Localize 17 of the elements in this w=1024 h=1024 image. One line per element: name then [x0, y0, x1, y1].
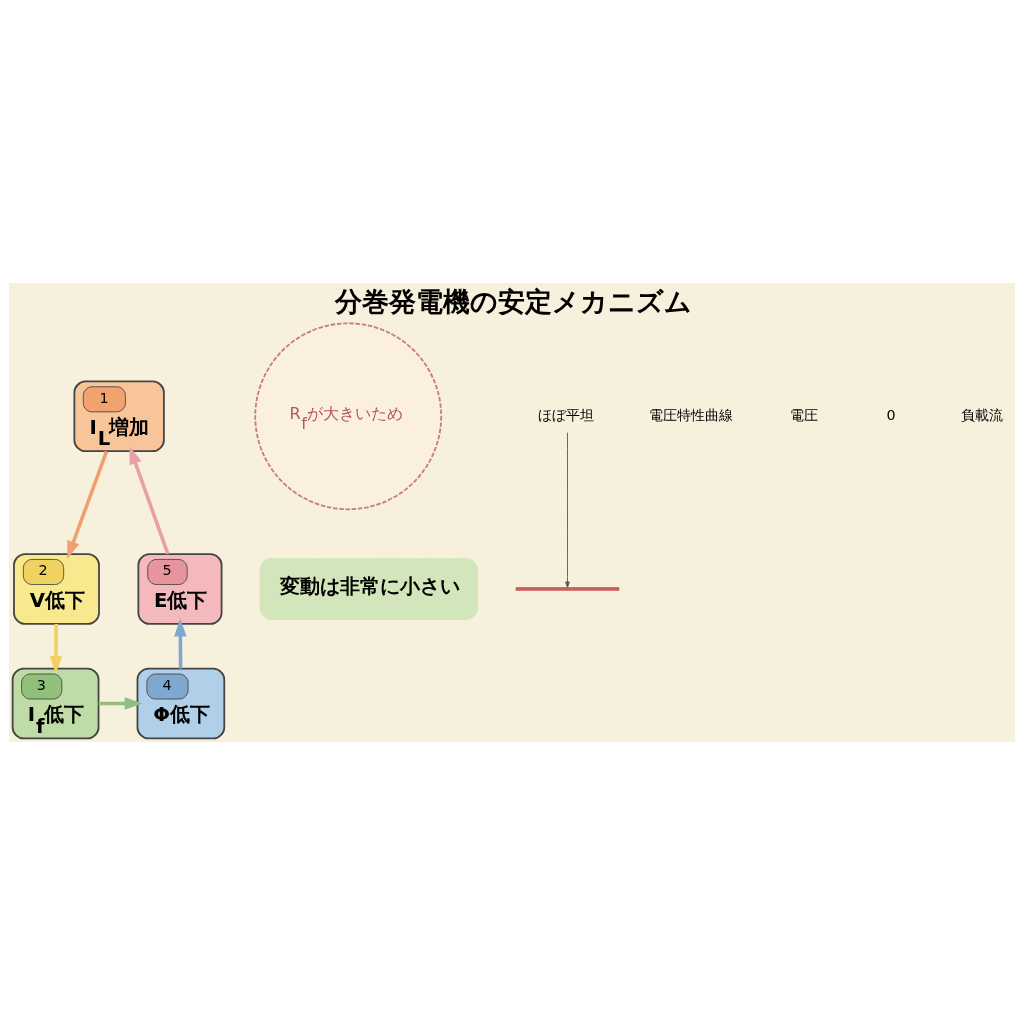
arrow: [565, 431, 570, 588]
node-line: [515, 586, 620, 591]
node-box: 変動は非常に小さい: [259, 557, 478, 620]
node-text: ほぼ平坦: [538, 406, 595, 423]
diagram-title: 分巻発電機の安定メカニズム: [335, 285, 693, 317]
node-box: 5 E低下: [137, 552, 223, 625]
arrow: [98, 696, 143, 710]
arrow: [129, 445, 170, 555]
node-box: 2 V低下: [13, 552, 100, 625]
label: 負載流: [961, 406, 1004, 423]
label: 0: [886, 406, 896, 423]
arrow: [49, 623, 63, 674]
label: 電圧特性曲線: [649, 406, 734, 423]
label: 電圧: [790, 406, 819, 423]
arrow: [174, 618, 187, 669]
node-box: 4 Φ低下: [136, 667, 226, 739]
arrow: [67, 450, 109, 559]
